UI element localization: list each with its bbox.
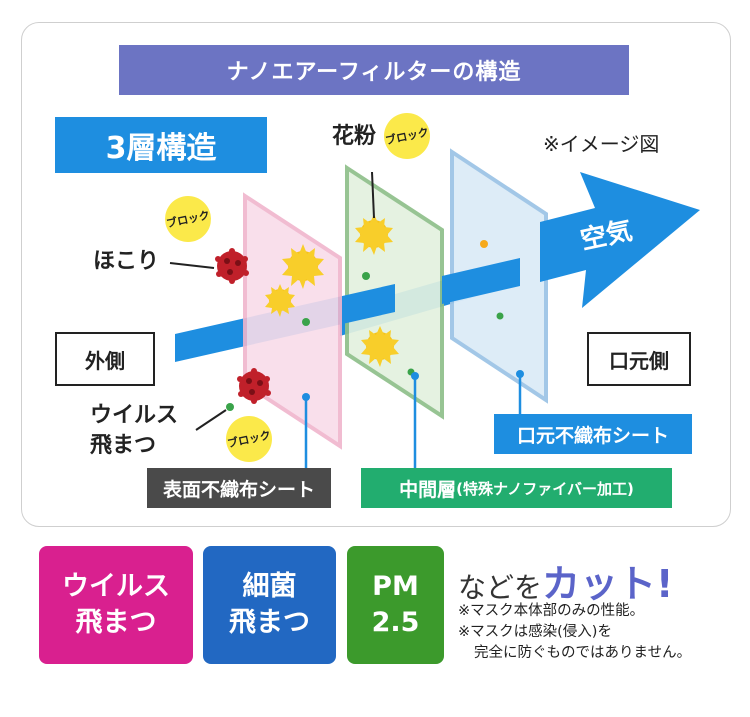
pollen-particle	[355, 214, 393, 255]
dust-particle	[215, 248, 249, 284]
note-line: ※マスクは感染(侵入)を	[458, 624, 612, 641]
surface-layer-tag: 表面不織布シート	[147, 468, 331, 508]
pollen-label: 花粉	[332, 124, 377, 149]
layers-badge: 3層構造	[55, 117, 267, 173]
image-note: ※イメージ図	[543, 132, 660, 156]
virus-droplet	[362, 272, 370, 280]
surface-sheet	[243, 192, 342, 450]
cut-box-line1: PM	[372, 570, 419, 602]
mouth-layer-tag: 口元不織布シート	[494, 414, 692, 454]
middle-layer-main: 中間層	[399, 478, 457, 501]
outer-side-label: 外側	[55, 332, 155, 386]
virus-leader	[195, 409, 227, 431]
cut-box-pm25: PM 2.5	[347, 546, 444, 664]
virus-droplet	[226, 403, 234, 411]
cut-headline: などをカット!	[458, 553, 673, 608]
pollen-particle	[282, 244, 324, 289]
diagram-title: ナノエアーフィルターの構造	[119, 45, 629, 95]
virus-droplet	[496, 312, 504, 320]
pollen-particle-small	[480, 240, 488, 248]
virus-label-line1: ウイルス	[90, 403, 179, 428]
pollen-particle	[265, 284, 295, 317]
virus-particle	[237, 368, 271, 404]
cut-emphasis: カット!	[542, 562, 674, 606]
notes: ※マスク本体部のみの性能。 ※マスクは感染(侵入)を 完全に防ぐものではありませ…	[458, 601, 691, 664]
virus-label-line2: 飛まつ	[90, 433, 157, 458]
cut-box-line1: 細菌	[242, 570, 297, 602]
air-arrow	[540, 172, 700, 308]
middle-layer-sub: (特殊ナノファイバー加工)	[456, 479, 634, 498]
cut-box-line2: 飛まつ	[75, 607, 157, 638]
dust-leader	[169, 262, 215, 269]
note-line: ※マスク本体部のみの性能。	[458, 603, 645, 619]
cut-box-line1: ウイルス	[62, 570, 170, 602]
cut-box-line2: 飛まつ	[229, 607, 310, 638]
note-line: 完全に防ぐものではありません。	[474, 645, 692, 662]
cut-box-virus: ウイルス 飛まつ	[39, 546, 193, 664]
cut-box-line2: 2.5	[371, 607, 420, 638]
middle-layer-tag: 中間層(特殊ナノファイバー加工)	[361, 468, 672, 508]
pollen-particle	[361, 326, 399, 367]
virus-droplet	[302, 318, 310, 326]
airflow-beam-middle	[442, 258, 520, 304]
dust-label: ほこり	[93, 249, 160, 274]
cut-prefix: などを	[458, 571, 543, 604]
pollen-leader	[371, 171, 375, 219]
cut-box-bacteria: 細菌 飛まつ	[203, 546, 336, 664]
mouth-side-label: 口元側	[587, 332, 691, 386]
